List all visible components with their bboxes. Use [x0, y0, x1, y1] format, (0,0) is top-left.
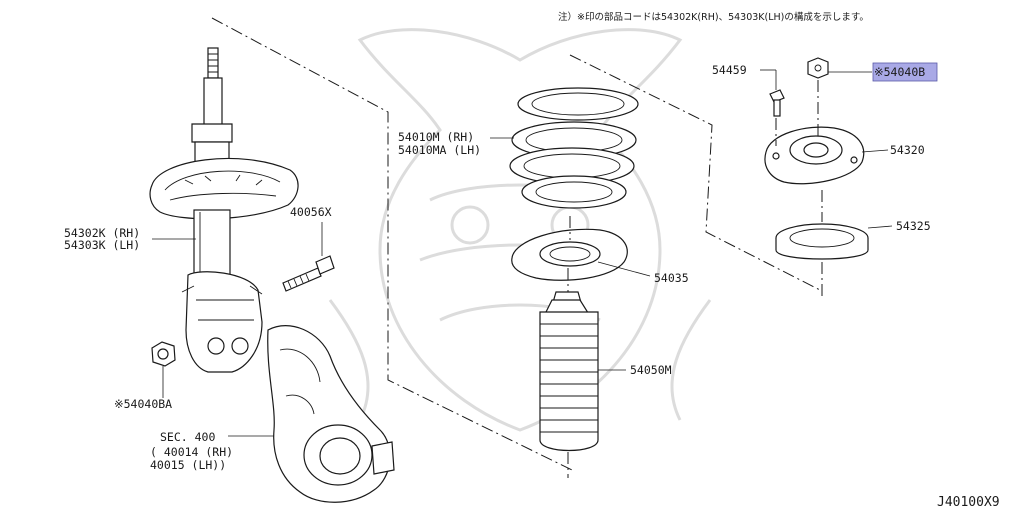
label-bolt: 40056X — [290, 205, 332, 219]
label-nut-upper: ※54040B — [874, 65, 925, 79]
dashed-guide-lines — [211, 17, 821, 471]
nut-54040ba[interactable] — [151, 341, 176, 367]
label-spring-lh: 54010MA (LH) — [398, 143, 481, 157]
leader-lines — [152, 69, 893, 478]
label-knuckle-sec: SEC. 400 — [160, 430, 215, 444]
label-knuckle-rh: ( 40014 (RH) — [150, 445, 233, 459]
label-strut-rh: 54302K (RH) — [64, 226, 140, 240]
label-nut-lower: ※54040BA — [114, 397, 172, 411]
label-spring-rh: 54010M (RH) — [398, 130, 474, 144]
label-stud: 54459 — [712, 63, 747, 77]
bolt-40056x[interactable] — [282, 255, 335, 292]
figure-code: J40100X9 — [937, 495, 1000, 510]
coil-spring[interactable] — [509, 87, 639, 209]
spring-seat-54035[interactable] — [511, 228, 628, 281]
header-note: 注）※印の部品コードは54302K(RH)、54303K(LH)の構成を示します… — [558, 11, 869, 23]
dust-boot-54050m[interactable] — [539, 291, 599, 452]
label-strut-lh: 54303K (LH) — [64, 238, 140, 252]
label-seat: 54035 — [654, 271, 689, 285]
label-mount: 54320 — [890, 143, 925, 157]
highlight-box — [872, 62, 938, 82]
label-bearing: 54325 — [896, 219, 931, 233]
watermark-emblem — [328, 28, 712, 432]
strut-assembly[interactable] — [149, 47, 299, 373]
nut-54040b[interactable] — [807, 57, 829, 79]
steering-knuckle — [267, 325, 395, 503]
stud-54459[interactable] — [769, 89, 785, 117]
label-knuckle-lh: 40015 (LH)) — [150, 458, 226, 472]
bearing-54325[interactable] — [775, 223, 869, 260]
label-boot: 54050M — [630, 363, 672, 377]
strut-mount-54320[interactable] — [764, 126, 865, 185]
